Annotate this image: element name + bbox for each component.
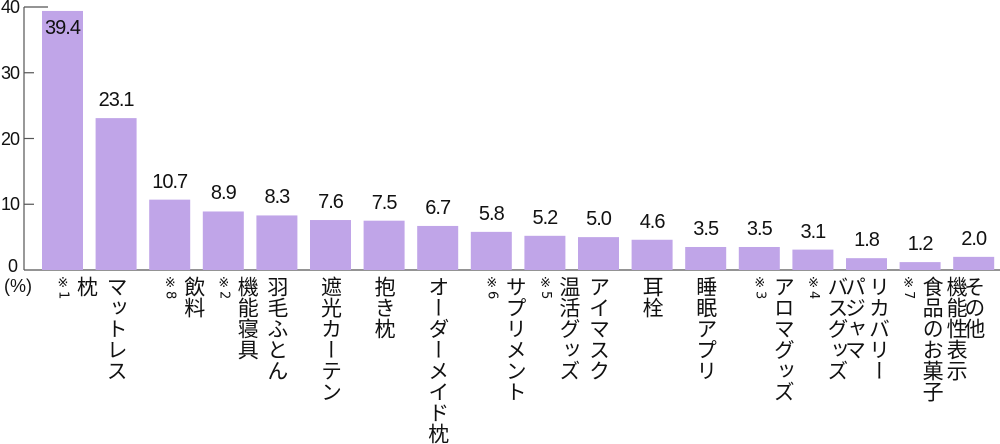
value-label: 8.3 [264,186,290,209]
bar [685,246,727,270]
bar [899,262,941,270]
bar [846,258,887,270]
value-label: 7.5 [371,191,398,214]
y-tick-label: 40 [1,0,20,17]
category-label: アロマグッズ※3 [747,276,795,402]
category-note: ※7 [901,276,917,300]
category-text: 羽毛ふとん [264,276,289,381]
category-text: 機能寝具 [235,276,260,360]
category-text: その他 [961,276,986,339]
y-tick-label: 20 [1,128,20,149]
category-text: サプリメント [503,276,528,402]
category-note: ※3 [752,276,768,300]
value-label: 8.9 [210,182,237,205]
category-note: ※4 [805,276,821,300]
category-text: アイマスク [586,276,611,381]
bar [578,237,619,270]
category-label: 機能性表示 食品のお菓子※7 [896,276,968,402]
category-label: 温活グッズ※5 [533,276,581,381]
category-label: バスグッズ※4 [801,276,849,381]
value-label: 3.5 [746,217,773,240]
value-label: 3.1 [800,220,826,243]
bar [42,10,83,270]
bar-chart [23,6,1000,271]
value-label: 39.4 [45,16,81,39]
bar [524,235,566,270]
category-text: 飲料 [181,276,206,318]
value-label: 5.0 [586,208,612,231]
category-text: アロマグッズ [771,276,796,402]
bar [363,220,405,270]
category-text: マットレス [104,276,129,381]
bar [417,225,459,270]
category-note: ※5 [537,276,553,300]
category-label: 機能寝具※2 [211,276,259,360]
bar [953,256,995,270]
category-note: ※6 [484,276,500,300]
bar [149,199,191,270]
category-label: 枕※1 [51,276,99,299]
category-text: 耳栓 [640,276,665,318]
category-text: オーダーメイド枕 [425,276,450,444]
bar [202,211,244,270]
value-label: 5.8 [478,202,505,225]
category-label: 抱き枕 [372,276,396,339]
category-label: マットレス [104,276,128,381]
category-label: 睡眠アプリ [694,276,718,381]
bar [738,246,780,270]
category-note: ※1 [55,276,71,300]
category-label: 遮光カーテン [319,276,343,402]
category-label: 飲料※8 [158,276,206,318]
category-text: 機能性表示 食品のお菓子 [920,276,969,402]
y-tick-label: 30 [1,62,20,83]
value-label: 3.5 [693,217,719,240]
y-axis-unit: (%) [4,276,32,296]
value-label: 6.7 [425,196,451,219]
category-note: ※8 [162,276,178,300]
y-tick-label: 0 [8,256,18,276]
y-tick-label: 10 [1,194,20,215]
category-label: サプリメント※6 [479,276,527,402]
category-text: バスグッズ [824,276,849,381]
value-label: 5.2 [532,206,558,229]
value-label: 10.7 [152,170,188,193]
category-label: オーダーメイド枕 [426,276,450,444]
value-label: 4.6 [639,210,666,233]
bar [310,220,351,270]
value-label: 7.6 [318,191,344,214]
category-note: ※2 [216,276,232,300]
bar [256,215,298,270]
bar [792,249,834,270]
category-label: アイマスク [587,276,611,381]
bar [631,239,673,270]
value-label: 2.0 [961,227,987,250]
category-text: 枕 [74,276,99,297]
category-label: 羽毛ふとん [265,276,289,381]
bar [470,231,512,270]
category-label: その他 [962,276,986,339]
category-label: 耳栓 [640,276,664,318]
category-label: リカバリー パジャマ [843,276,891,381]
category-text: 抱き枕 [372,276,397,339]
bar [95,118,137,271]
value-label: 1.8 [854,229,880,252]
category-text: リカバリー パジャマ [842,276,891,381]
category-text: 温活グッズ [556,276,581,381]
value-label: 23.1 [98,89,135,112]
category-text: 睡眠アプリ [693,276,718,381]
category-text: 遮光カーテン [318,276,343,402]
value-label: 1.2 [907,233,934,256]
